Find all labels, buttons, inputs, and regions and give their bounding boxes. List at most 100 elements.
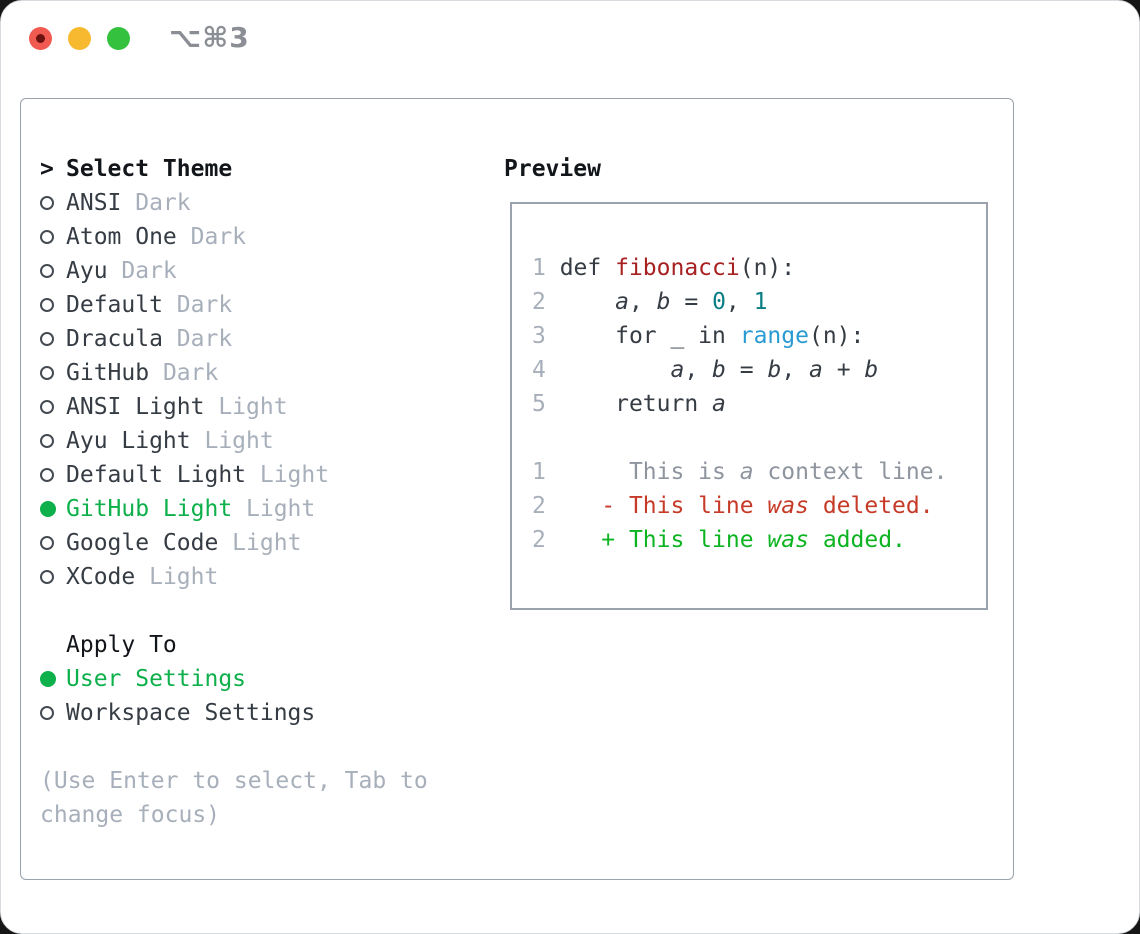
marker-cell (40, 671, 66, 687)
theme-option-xcode[interactable]: XCode Light (40, 560, 485, 594)
minimize-button[interactable] (68, 27, 91, 50)
code-token: 4 (532, 357, 560, 383)
code-token: , (781, 357, 810, 383)
theme-option-github-light[interactable]: GitHub Light Light (40, 492, 485, 526)
apply-option-user-settings[interactable]: User Settings (40, 662, 485, 696)
zoom-button[interactable] (107, 27, 130, 50)
code-token: - This line (559, 493, 768, 519)
radio-icon (40, 400, 54, 414)
marker-cell (40, 264, 66, 278)
code-token: 2 (532, 289, 560, 315)
radio-icon (40, 468, 54, 482)
theme-option-google-code[interactable]: Google Code Light (40, 526, 485, 560)
code-token: 2 (532, 493, 560, 519)
radio-selected-icon (40, 501, 56, 517)
theme-variant: Light (190, 428, 274, 454)
marker-cell (40, 196, 66, 210)
code-token: (n): (739, 255, 796, 281)
theme-option-dracula[interactable]: Dracula Dark (40, 322, 485, 356)
theme-option-ansi-light[interactable]: ANSI Light Light (40, 390, 485, 424)
theme-name: Ayu Light (66, 428, 191, 454)
code-line: 1 def fibonacci(n): (532, 251, 986, 285)
code-token: was (767, 493, 809, 519)
theme-variant: Light (246, 462, 330, 488)
code-token: 0 (712, 289, 726, 315)
code-token: , (628, 289, 657, 315)
code-token: This is (559, 459, 740, 485)
code-token: 1 (532, 459, 560, 485)
theme-variant: Dark (176, 224, 247, 250)
code-token: b (767, 357, 782, 383)
theme-option-github[interactable]: GitHub Dark (40, 356, 485, 390)
marker-cell (40, 468, 66, 482)
window-title: ⌥⌘3 (169, 21, 250, 54)
code-token: b (712, 357, 726, 383)
theme-option-default[interactable]: Default Dark (40, 288, 485, 322)
code-token: 1 (532, 255, 560, 281)
radio-icon (40, 298, 54, 312)
radio-selected-icon (40, 671, 56, 687)
code-line: 5 return a (532, 387, 986, 421)
preview-title: Preview (504, 156, 601, 182)
theme-list-title: Select Theme (66, 156, 233, 182)
theme-variant: Dark (149, 360, 219, 386)
theme-option-default-light[interactable]: Default Light Light (40, 458, 485, 492)
marker-cell (40, 706, 66, 720)
theme-name: Atom One (66, 224, 177, 250)
theme-name: XCode (66, 564, 136, 590)
marker-cell (40, 434, 66, 448)
code-line: 2 a, b = 0, 1 (532, 285, 986, 319)
theme-option-ayu[interactable]: Ayu Dark (40, 254, 485, 288)
marker-cell (40, 501, 66, 517)
radio-icon (40, 536, 54, 550)
theme-name: Default (66, 292, 163, 318)
code-token: for _ in (559, 323, 740, 349)
code-line: 2 + This line was added. (532, 523, 986, 557)
code-line: 3 for _ in range(n): (532, 319, 986, 353)
radio-icon (40, 196, 54, 210)
theme-variant: Dark (162, 326, 233, 352)
theme-name: GitHub (66, 360, 150, 386)
theme-variant: Light (232, 496, 316, 522)
theme-option-ansi[interactable]: ANSI Dark (40, 186, 485, 220)
theme-name: Ayu (66, 258, 108, 284)
apply-option-workspace-settings[interactable]: Workspace Settings (40, 696, 485, 730)
theme-name: Dracula (66, 326, 163, 352)
code-token: def (559, 255, 616, 281)
theme-option-ayu-light[interactable]: Ayu Light Light (40, 424, 485, 458)
radio-icon (40, 264, 54, 278)
code-token (560, 289, 615, 315)
apply-option-label: User Settings (66, 666, 247, 692)
code-token (560, 357, 671, 383)
code-token: deleted. (808, 493, 934, 519)
marker-cell (40, 400, 66, 414)
spacer (40, 594, 485, 628)
theme-option-atom-one[interactable]: Atom One Dark (40, 220, 485, 254)
theme-variant: Light (204, 394, 288, 420)
radio-icon (40, 706, 54, 720)
code-token: a (739, 459, 754, 485)
marker-cell (40, 230, 66, 244)
code-token: fibonacci (615, 255, 740, 281)
code-token: 1 (753, 289, 768, 315)
close-button[interactable] (29, 27, 52, 50)
theme-name: Google Code (66, 530, 219, 556)
theme-variant: Light (135, 564, 219, 590)
code-token: + This line (559, 527, 768, 553)
code-line: 2 - This line was deleted. (532, 489, 986, 523)
code-line: 4 a, b = b, a + b (532, 353, 986, 387)
theme-list-header: > Select Theme (40, 152, 485, 186)
code-token: , (725, 289, 754, 315)
code-token: was (767, 527, 809, 553)
code-token: a (809, 357, 823, 383)
radio-icon (40, 570, 54, 584)
code-token: 5 (532, 391, 560, 417)
code-token: context line. (753, 459, 948, 485)
radio-icon (40, 434, 54, 448)
